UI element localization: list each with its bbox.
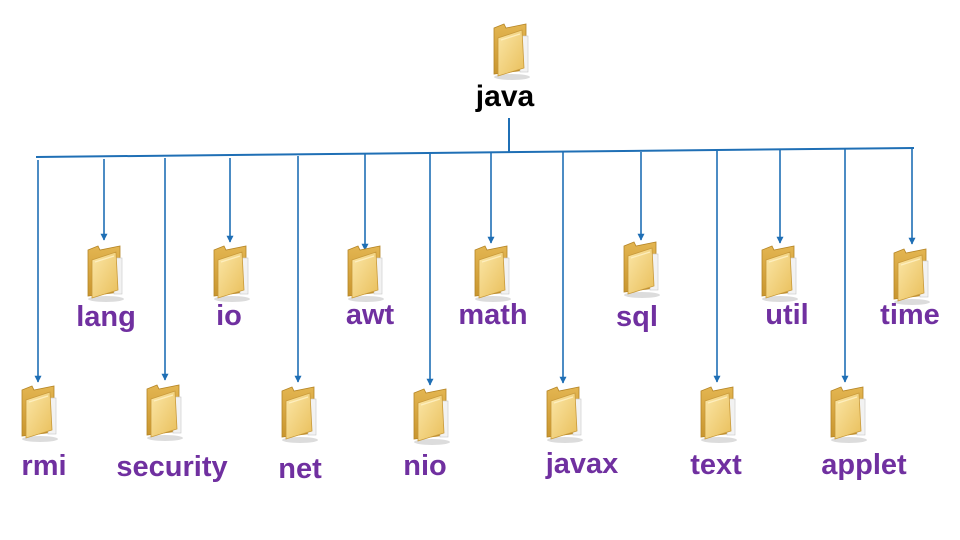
- folder-icon: [474, 245, 511, 302]
- package-label-applet: applet: [821, 449, 907, 481]
- package-label-net: net: [278, 453, 322, 485]
- package-label-security: security: [116, 451, 227, 483]
- folder-icon: [893, 248, 930, 305]
- folder-icon: [281, 386, 318, 443]
- folder-icon: [347, 245, 384, 302]
- package-label-lang: lang: [76, 301, 136, 333]
- bus-line: [35, 147, 915, 158]
- package-label-io: io: [216, 300, 242, 332]
- folder-icon: [413, 388, 450, 445]
- root-node-java: [493, 23, 530, 80]
- package-label-rmi: rmi: [21, 450, 66, 482]
- root-label: java: [475, 80, 535, 113]
- folder-icon: [761, 245, 798, 302]
- root-folder-icon: [493, 23, 530, 80]
- folder-icon: [700, 386, 737, 443]
- folder-icon: [213, 245, 250, 302]
- package-label-nio: nio: [403, 450, 447, 482]
- folder-icon: [546, 386, 583, 443]
- package-label-awt: awt: [346, 299, 395, 331]
- folder-icon: [146, 384, 183, 441]
- folder-icon: [623, 241, 660, 298]
- package-nodes: rmi lang security io net awt nio math javax sql te…: [21, 241, 940, 485]
- folder-icon: [830, 386, 867, 443]
- connector-lines: [34, 118, 916, 386]
- package-label-util: util: [765, 299, 809, 331]
- package-label-javax: javax: [545, 448, 619, 480]
- folder-icon: [21, 385, 58, 442]
- package-label-math: math: [458, 299, 527, 331]
- package-label-time: time: [880, 299, 940, 331]
- package-label-sql: sql: [616, 301, 658, 333]
- folder-icon: [87, 245, 124, 302]
- package-label-text: text: [690, 449, 742, 481]
